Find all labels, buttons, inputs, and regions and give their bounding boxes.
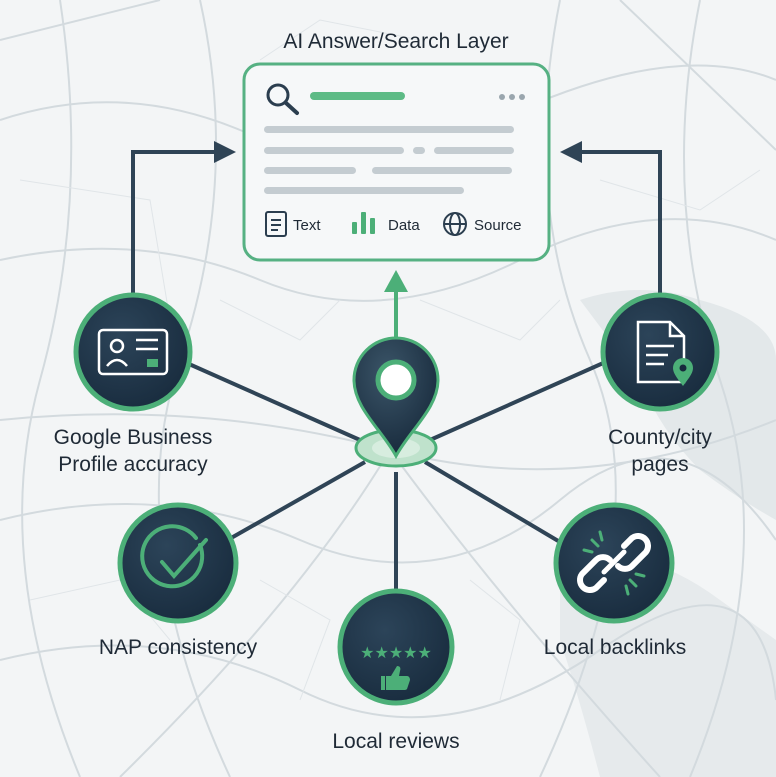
chain-link-icon [577, 533, 651, 593]
legend-source-label: Source [474, 217, 522, 234]
connector-county-to-layer [578, 150, 662, 300]
connector-backlinks [423, 460, 567, 547]
search-card: Text Data Source [242, 62, 551, 262]
node-county-label-line2: pages [631, 453, 688, 476]
bar-chart-icon [352, 212, 375, 234]
connector-gbp [179, 358, 361, 442]
page-title: AI Answer/Search Layer [283, 30, 508, 53]
location-pin [352, 336, 440, 468]
connector-gbp-to-layer [131, 150, 218, 300]
svg-text:★★★★★: ★★★★★ [360, 643, 432, 662]
check-circle-icon [140, 524, 208, 589]
node-gbp-label-line2: Profile accuracy [58, 453, 208, 476]
search-icon [266, 83, 299, 115]
node-gbp-label-line1: Google Business [54, 426, 213, 449]
node-nap-label: NAP consistency [99, 636, 258, 659]
arrow-right-head [560, 141, 582, 163]
connectors [131, 150, 662, 590]
node-nap [117, 502, 239, 624]
id-card-icon [97, 328, 169, 376]
node-backlinks [553, 502, 675, 624]
node-reviews-label: Local reviews [332, 730, 459, 753]
arrow-left-head [214, 141, 236, 163]
document-icon [265, 211, 287, 237]
connector-county [429, 358, 611, 442]
node-county-label-line1: County/city [608, 426, 712, 449]
result-text-lines [264, 126, 514, 194]
search-query-bar [310, 92, 405, 100]
legend-data-label: Data [388, 217, 420, 234]
document-pin-icon [636, 320, 693, 386]
stars-thumbs-up-icon: ★★★★★ [360, 643, 432, 690]
connector-nap [209, 460, 366, 552]
node-reviews: ★★★★★ [337, 588, 455, 706]
more-options-icon [499, 94, 525, 100]
node-gbp [73, 292, 193, 412]
legend-text-label: Text [293, 217, 321, 234]
node-backlinks-label: Local backlinks [544, 636, 686, 659]
node-county [600, 292, 720, 412]
arrow-up-head [384, 270, 408, 292]
globe-icon [443, 212, 467, 236]
